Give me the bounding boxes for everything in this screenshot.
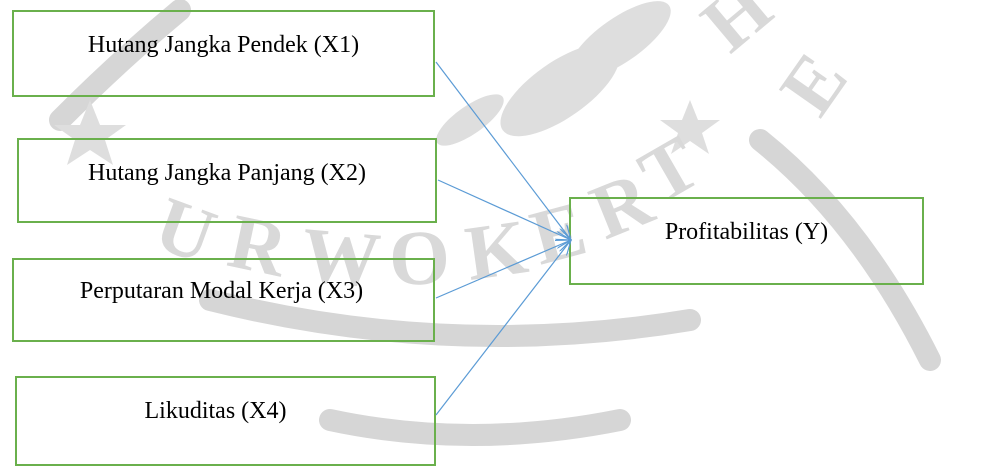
svg-text:K: K <box>460 202 533 297</box>
variable-label-x1: Hutang Jangka Pendek (X1) <box>87 32 360 58</box>
svg-text:W: W <box>299 210 384 303</box>
dependent-variable-label-y: Profitabilitas (Y) <box>664 219 829 245</box>
arrow-x2-to-y <box>437 179 571 240</box>
variable-box-x1: Hutang Jangka Pendek (X1) <box>12 10 435 97</box>
variable-box-x3: Perputaran Modal Kerja (X3) <box>12 258 435 342</box>
svg-text:O: O <box>388 213 452 302</box>
connector-layer <box>435 61 990 416</box>
variable-label-x4: Likuditas (X4) <box>144 398 287 424</box>
arrow-x3-to-y <box>435 240 571 299</box>
variable-box-x2: Hutang Jangka Panjang (X2) <box>17 138 437 223</box>
arrow-x1-to-y <box>435 61 571 240</box>
seal-watermark: U R W O K E R T H E <box>49 0 941 446</box>
variable-label-x2: Hutang Jangka Panjang (X2) <box>88 160 366 186</box>
arrow-x4-to-y <box>435 240 571 416</box>
variable-label-x3: Perputaran Modal Kerja (X3) <box>79 278 364 304</box>
